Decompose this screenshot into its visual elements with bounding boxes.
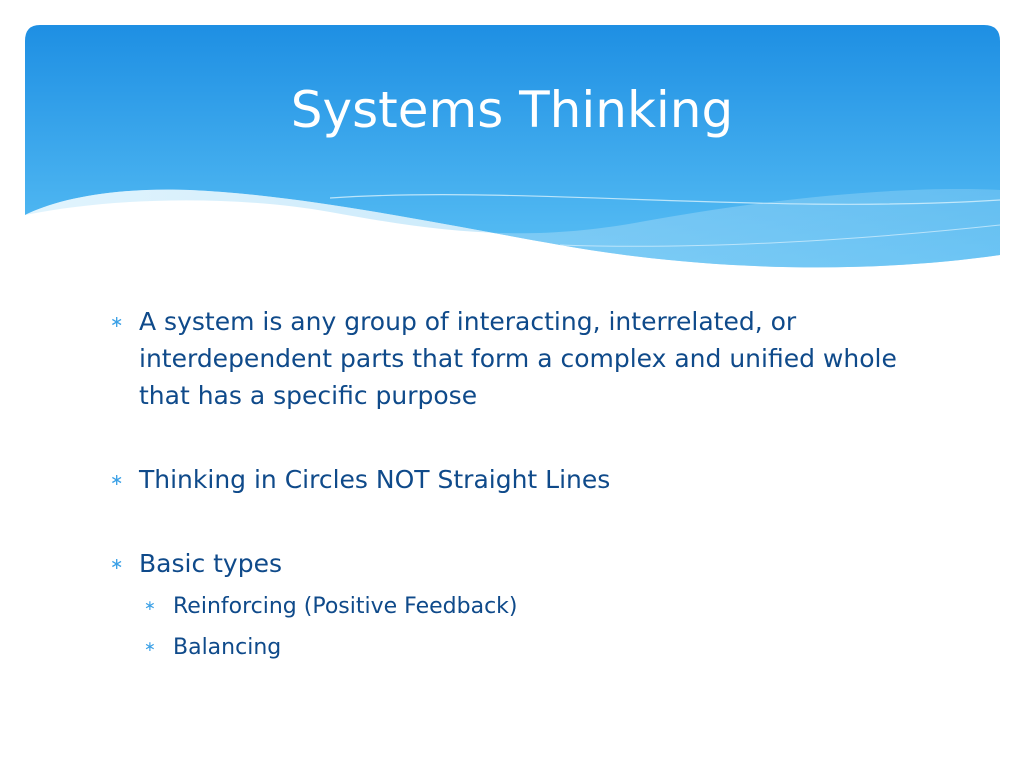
bullet-text: Basic types [139,549,283,578]
bullet-mark-icon: ∗ [110,554,124,573]
header-wave-line [329,194,1001,205]
header-wave-light [25,189,1000,268]
header-wave-line-2 [559,224,1001,247]
sub-bullet-mark-icon: ∗ [144,639,156,655]
sub-bullet-mark-icon: ∗ [144,598,156,614]
bullet-mark-icon: ∗ [110,312,124,331]
bullet-list: ∗ A system is any group of interacting, … [110,303,930,668]
bullet-item: ∗ Thinking in Circles NOT Straight Lines [110,461,930,498]
sub-bullet-text: Reinforcing (Positive Feedback) [173,594,518,619]
sub-bullet-text: Balancing [173,635,282,660]
bullet-text: Thinking in Circles NOT Straight Lines [139,465,611,494]
bullet-mark-icon: ∗ [110,470,124,489]
bullet-text: A system is any group of interacting, in… [139,307,897,410]
bullet-item: ∗ A system is any group of interacting, … [110,303,930,414]
slide-title: Systems Thinking [290,81,734,139]
sub-bullet-item: ∗ Reinforcing (Positive Feedback) [144,586,930,627]
sub-bullet-item: ∗ Balancing [144,627,930,668]
bullet-item: ∗ Basic types [110,545,930,582]
header-wave-background [25,25,1001,268]
